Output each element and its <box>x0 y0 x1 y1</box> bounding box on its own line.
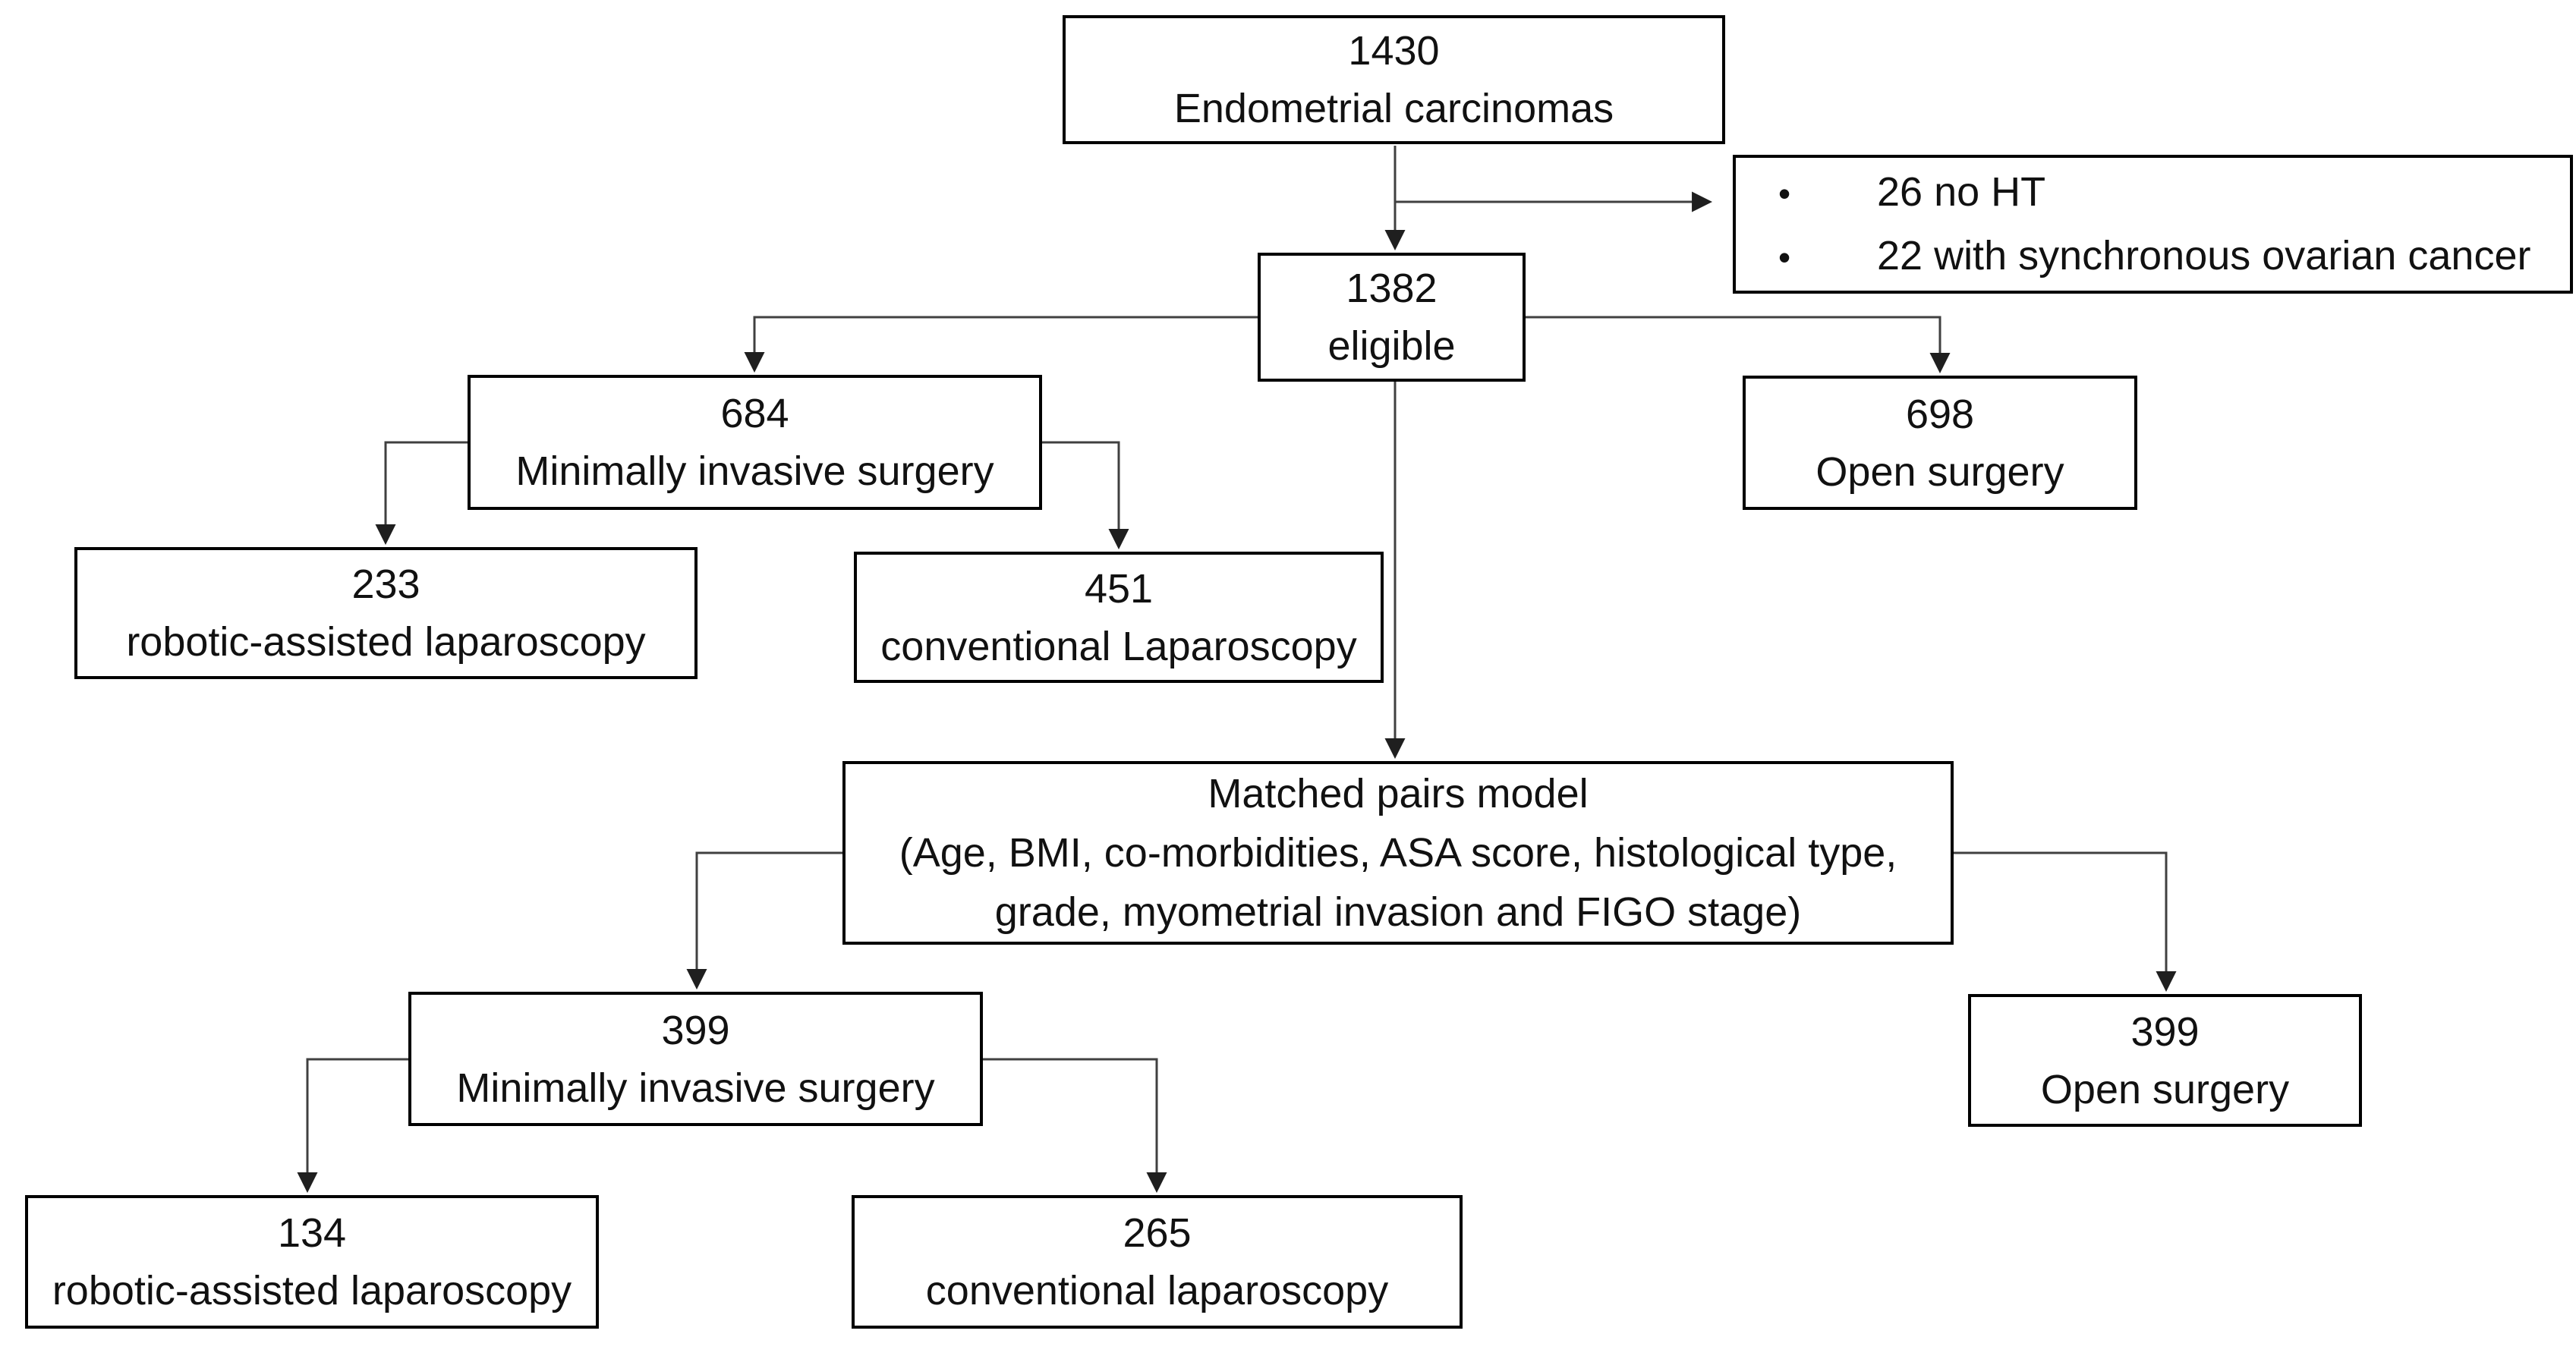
node-exclusions: • 26 no HT • 22 with synchronous ovarian… <box>1733 155 2573 294</box>
node-matched-open-surgery: 399 Open surgery <box>1968 994 2362 1127</box>
node-count: 1382 <box>1346 266 1438 311</box>
connector-mis-to-robotic <box>375 441 468 546</box>
node-label: Open surgery <box>2040 1066 2290 1112</box>
node-open-surgery: 698 Open surgery <box>1743 376 2137 510</box>
node-matched-conventional-laparoscopy: 265 conventional laparoscopy <box>852 1195 1463 1329</box>
exclusion-text: 22 with synchronous ovarian cancer <box>1877 232 2531 278</box>
matched-line: grade, myometrial invasion and FIGO stag… <box>994 889 1802 935</box>
connector-matched-to-mis399 <box>686 851 842 990</box>
matched-line: Matched pairs model <box>1208 771 1589 816</box>
node-robotic-assisted-laparoscopy: 233 robotic-assisted laparoscopy <box>74 547 698 679</box>
node-count: 399 <box>2130 1008 2200 1055</box>
node-count: 265 <box>1123 1210 1192 1256</box>
node-label: conventional Laparoscopy <box>880 623 1357 669</box>
node-label: Endometrial carcinomas <box>1173 86 1614 131</box>
node-matched-robotic-assisted-laparoscopy: 134 robotic-assisted laparoscopy <box>25 1195 599 1329</box>
node-count: 134 <box>277 1210 347 1256</box>
connector-mis-to-laparoscopy <box>1042 441 1129 550</box>
connector-eligible-to-mis <box>744 316 1258 373</box>
node-label: Open surgery <box>1815 448 2064 495</box>
node-matched-pairs-model: Matched pairs model (Age, BMI, co-morbid… <box>842 761 1954 945</box>
exclusion-text: 26 no HT <box>1877 168 2046 215</box>
connector-mis399-to-laparoscopy265 <box>983 1058 1167 1194</box>
node-minimally-invasive-surgery: 684 Minimally invasive surgery <box>468 375 1042 510</box>
connector-matched-to-open399 <box>1954 851 2177 993</box>
node-count: 451 <box>1084 565 1154 612</box>
node-label: robotic-assisted laparoscopy <box>52 1268 572 1313</box>
connector-eligible-to-open <box>1526 316 1951 374</box>
matched-line: (Age, BMI, co-morbidities, ASA score, hi… <box>899 830 1897 876</box>
node-conventional-laparoscopy: 451 conventional Laparoscopy <box>854 552 1384 683</box>
node-count: 233 <box>351 562 420 607</box>
bullet-icon: • <box>1778 237 1791 277</box>
exclusion-item: • 26 no HT <box>1765 161 2555 225</box>
node-label: eligible <box>1327 323 1456 369</box>
node-label: Minimally invasive surgery <box>456 1065 935 1111</box>
exclusion-item: • 22 with synchronous ovarian cancer <box>1765 225 2555 288</box>
node-count: 399 <box>661 1007 730 1053</box>
node-matched-minimally-invasive-surgery: 399 Minimally invasive surgery <box>408 992 983 1126</box>
node-eligible: 1382 eligible <box>1258 253 1526 382</box>
node-count: 698 <box>1905 391 1975 437</box>
node-label: Minimally invasive surgery <box>515 448 994 494</box>
node-endometrial-carcinomas: 1430 Endometrial carcinomas <box>1063 15 1725 144</box>
node-count: 1430 <box>1348 28 1440 74</box>
node-label: conventional laparoscopy <box>925 1268 1389 1313</box>
node-count: 684 <box>720 391 789 436</box>
node-label: robotic-assisted laparoscopy <box>126 619 646 665</box>
connector-mis399-to-robotic134 <box>297 1058 408 1194</box>
bullet-icon: • <box>1778 173 1791 213</box>
